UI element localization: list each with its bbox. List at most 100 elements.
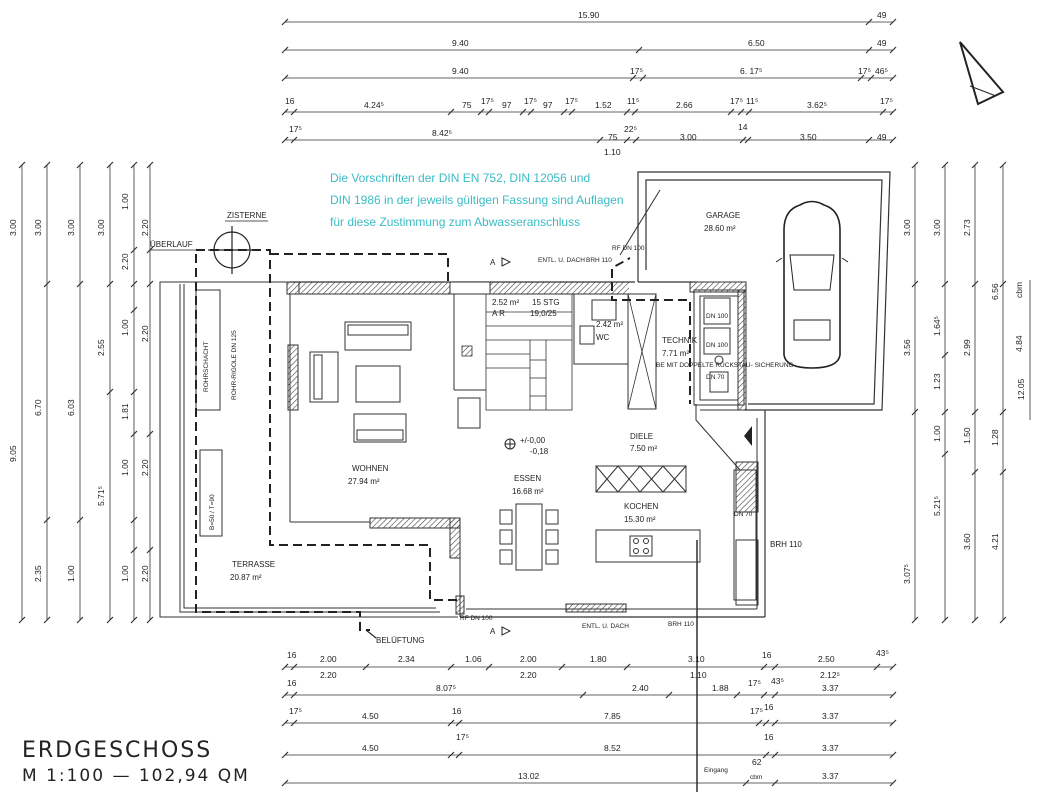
dim-label: 11⁵ — [746, 96, 758, 106]
dim-label: 17⁵ — [289, 124, 302, 134]
dim-label: 8.52 — [604, 743, 621, 753]
dim-label: 1.10 — [690, 670, 707, 680]
dim-label: 2.55 — [96, 339, 106, 356]
dim-label: 1.23 — [932, 373, 942, 390]
room-area-terrasse: 20.87 m² — [230, 573, 262, 582]
dim-label: 1.00 — [932, 425, 942, 442]
dim-label: 17⁵ — [748, 678, 761, 688]
dim-label: 1.00 — [66, 565, 76, 582]
dim-label: 97 — [502, 100, 512, 110]
dim-label: 2.20 — [520, 670, 537, 680]
dim-label: 3.00 — [680, 132, 697, 142]
brh-label: BRH 110 — [668, 621, 694, 628]
dim-label: 8.07⁵ — [436, 683, 456, 693]
pipe-label: DN 70 — [706, 374, 725, 381]
cistern-icon — [208, 226, 256, 274]
room-area-wc: 2.42 m² — [596, 320, 623, 329]
room-name-kochen: KOCHEN — [624, 502, 658, 511]
dim-label: 1.80 — [590, 654, 607, 664]
backflow-note: BE MIT DOPPELTE RÜCKSTAU- SICHERUNG — [656, 361, 794, 369]
pipe-label: DN 100 — [706, 313, 728, 320]
dim-label: 2.00 — [320, 654, 337, 664]
room-name-diele: DIELE — [630, 432, 653, 441]
dim-label: 17⁵ — [750, 706, 763, 716]
bottom-dimensions — [281, 663, 897, 787]
bottom-dimension-labels: 16 2.00 2.34 1.06 2.00 1.80 3.10 16 2.50… — [287, 648, 889, 781]
dim-label: 3.37 — [822, 711, 839, 721]
dim-label: 3.56 — [902, 339, 912, 356]
section-label: A — [490, 627, 496, 636]
dim-label: 17⁵ — [880, 96, 893, 106]
dim-label: 4.21 — [990, 533, 1000, 550]
dim-label: 22⁵ — [624, 124, 637, 134]
dim-label: 3.00 — [8, 219, 18, 236]
entl-label: ENTL. U. DACH — [582, 623, 629, 630]
drainage-shaft — [195, 289, 223, 537]
dim-label: 2.20 — [140, 219, 150, 236]
dim-label: 16 — [287, 678, 297, 688]
dim-label: 6.50 — [748, 38, 765, 48]
room-area-garage: 28.60 m² — [704, 224, 736, 233]
dim-label: 2.20 — [320, 670, 337, 680]
dim-label: 16 — [285, 96, 295, 106]
dim-label: 17⁵ — [858, 66, 871, 76]
dim-label: 1.28 — [990, 429, 1000, 446]
pipe-label: DN 70 — [734, 511, 753, 518]
top-dimension-labels: 15.90 49 9.40 6.50 49 9.40 17⁵ 6. 17⁵ 17… — [285, 10, 893, 157]
dim-label: 16 — [287, 650, 297, 660]
rohrschacht-label: ROHRSCHACHT — [203, 341, 210, 392]
dim-label: 2.40 — [632, 683, 649, 693]
dim-label: 75 — [462, 100, 472, 110]
dining-table — [499, 503, 559, 571]
dim-label: 15.90 — [578, 10, 600, 20]
right-dimension-labels: 3.00 3.56 3.07⁵ 3.00 1.64⁵ 1.23 1.00 5.2… — [902, 219, 1026, 584]
room-area-technik: 7.71 m² — [662, 349, 689, 358]
dim-label: 1.52 — [595, 100, 612, 110]
dim-label: 2.73 — [962, 219, 972, 236]
dim-label: 1.00 — [120, 319, 130, 336]
room-area-kochen: 15.30 m² — [624, 515, 656, 524]
dim-label: 1.50 — [962, 427, 972, 444]
dim-label: 14 — [738, 122, 748, 132]
car-icon — [775, 200, 849, 369]
note-line: für diese Zustimmung zum Abwasseranschlu… — [330, 215, 580, 229]
stair-ar: A R — [492, 309, 505, 318]
note-line: Die Vorschriften der DIN EN 752, DIN 120… — [330, 171, 590, 185]
dim-label: 3.00 — [96, 219, 106, 236]
dim-label: 17⁵ — [481, 96, 494, 106]
stair-ratio: 19,0/25 — [530, 309, 557, 318]
cbm-label: cbm — [750, 774, 762, 781]
dim-label: 6.70 — [33, 399, 43, 416]
rigole-size-label: B=50 / T=90 — [209, 494, 216, 530]
dim-label: 3.60 — [962, 533, 972, 550]
dim-label: 17⁵ — [524, 96, 537, 106]
dim-label: 2.66 — [676, 100, 693, 110]
level-marker-icon — [504, 438, 516, 450]
room-name-wohnen: WOHNEN — [352, 464, 389, 473]
dim-label: 1.00 — [120, 459, 130, 476]
section-label: A — [490, 258, 496, 267]
dim-label: 3.00 — [33, 219, 43, 236]
dim-label: 16 — [762, 650, 772, 660]
dim-label: 3.62⁵ — [807, 100, 827, 110]
entl-label: ENTL. U. DACH — [538, 257, 585, 264]
section-marker-bottom: A — [490, 626, 512, 636]
dim-label: 2.34 — [398, 654, 415, 664]
dim-label: 6.56 — [990, 283, 1000, 300]
room-name-garage: GARAGE — [706, 211, 740, 220]
dim-label: 2.20 — [120, 253, 130, 270]
dim-label: 5.71⁵ — [96, 486, 106, 506]
dim-label: 3.00 — [66, 219, 76, 236]
dim-label: 49 — [877, 38, 887, 48]
dim-label: 3.37 — [822, 683, 839, 693]
room-name-essen: ESSEN — [514, 474, 541, 483]
terrace-outline — [159, 281, 458, 618]
dim-label: 1.00 — [120, 565, 130, 582]
living-furniture — [309, 321, 412, 443]
dim-label: 4.84 — [1014, 335, 1024, 352]
dim-label: 3.00 — [932, 219, 942, 236]
dim-label: 9.05 — [8, 445, 18, 462]
level-value: +/-0,00 — [520, 436, 546, 445]
room-area-diele: 7.50 m² — [630, 444, 657, 453]
interior-walls — [453, 294, 758, 471]
